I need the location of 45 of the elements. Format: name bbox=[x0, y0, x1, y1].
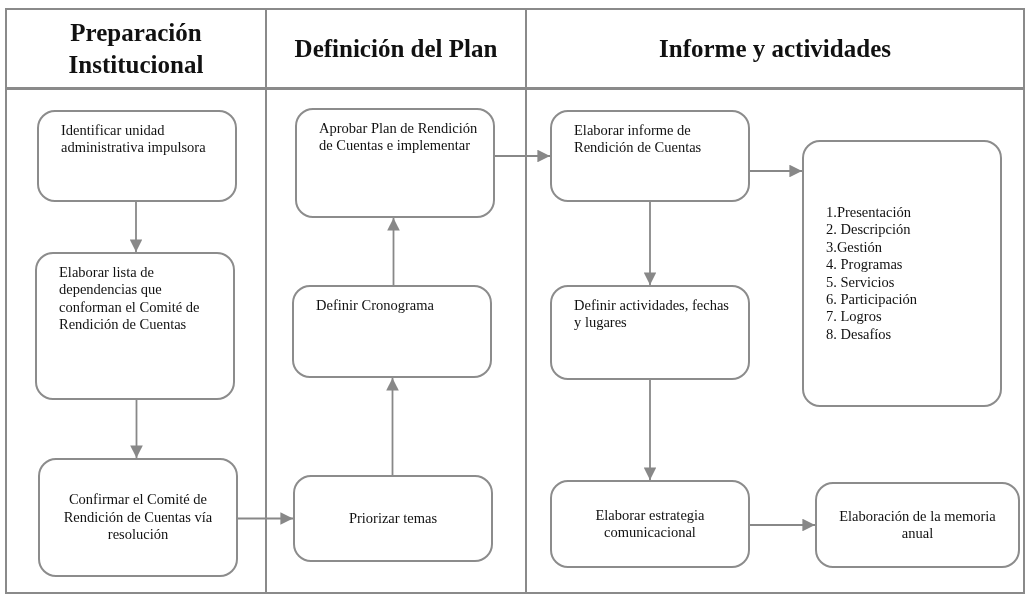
step-text: Aprobar Plan de Rendición de Cuentas e implementar bbox=[319, 120, 479, 155]
list-item: 5. Servicios bbox=[826, 273, 895, 291]
swimlane bbox=[265, 8, 527, 594]
arrow bbox=[749, 518, 816, 532]
process-box bbox=[38, 458, 238, 577]
arrow bbox=[130, 399, 143, 459]
step-text: Priorizar temas bbox=[348, 509, 438, 528]
lane-heading: Definición del Plan bbox=[294, 33, 498, 64]
list-item: 1.Presentación bbox=[826, 203, 911, 222]
arrow bbox=[387, 217, 400, 286]
lane-heading: Informe y actividades bbox=[659, 33, 891, 64]
arrow bbox=[129, 201, 143, 253]
process-box bbox=[37, 110, 237, 202]
step-text: Elaborar informe de Rendición de Cuentas bbox=[574, 122, 703, 157]
process-box bbox=[550, 480, 750, 568]
list-item: 8. Desafíos bbox=[826, 325, 892, 344]
arrow bbox=[494, 149, 551, 163]
process-box bbox=[550, 285, 750, 380]
list-item: 4. Programas bbox=[826, 256, 903, 274]
arrow bbox=[386, 377, 399, 476]
process-box bbox=[293, 475, 493, 562]
step-text: Definir Cronograma bbox=[316, 297, 434, 315]
swimlane bbox=[5, 8, 267, 594]
step-text: Confirmar el Comité de Rendición de Cuentas vía resolución bbox=[62, 491, 214, 544]
step-text: Elaborar lista de dependencias que conforman el Comité de Rendición de Cuentas bbox=[59, 264, 201, 334]
step-text: Elaborar estrategia comunicacional bbox=[594, 506, 706, 542]
swimlane bbox=[525, 8, 1025, 594]
list-item: 2. Descripción bbox=[826, 221, 911, 239]
list-item: 6. Participación bbox=[826, 290, 917, 309]
arrow bbox=[643, 201, 657, 286]
arrow bbox=[749, 164, 803, 178]
list-item: 3.Gestión bbox=[826, 238, 882, 257]
step-text: Identificar unidad administrativa impulsora bbox=[61, 122, 207, 157]
list-box bbox=[802, 140, 1002, 407]
process-box bbox=[815, 482, 1020, 568]
arrow bbox=[237, 512, 294, 525]
list-item: 7. Logros bbox=[826, 308, 882, 326]
arrow bbox=[643, 379, 657, 481]
process-box bbox=[35, 252, 235, 400]
lane-heading: Preparación Institucional bbox=[67, 18, 205, 80]
process-box bbox=[295, 108, 495, 218]
process-box bbox=[292, 285, 492, 378]
step-text: Elaboración de la memoria anual bbox=[838, 507, 997, 543]
process-box bbox=[550, 110, 750, 202]
step-text: Definir actividades, fechas y lugares bbox=[574, 297, 730, 332]
